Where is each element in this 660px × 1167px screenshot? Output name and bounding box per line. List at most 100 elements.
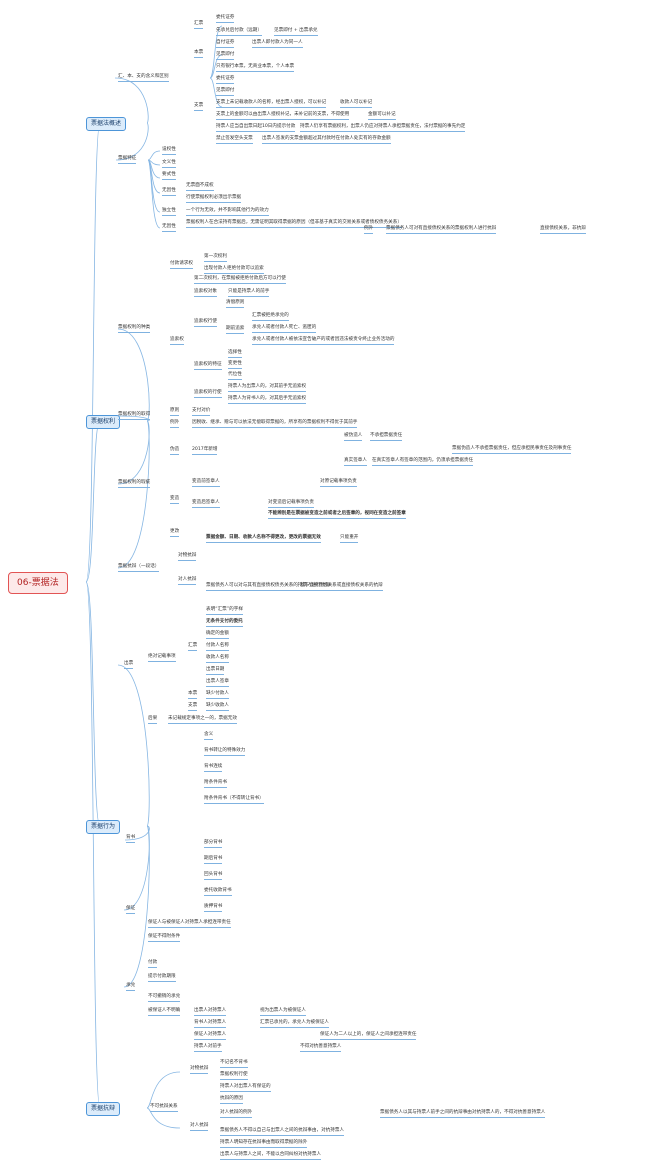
node[interactable]: 付款 — [148, 960, 158, 968]
root-topic[interactable]: 06-票据法 — [8, 572, 68, 594]
node[interactable]: 对人抗辩 — [190, 1123, 209, 1131]
node[interactable]: 代位性 — [228, 372, 242, 380]
node[interactable]: 例外 — [170, 420, 180, 428]
node[interactable]: 票据权利行使 — [220, 1072, 248, 1080]
node[interactable]: 委托证券 — [216, 15, 235, 23]
node[interactable]: 追索权对象 — [194, 289, 217, 297]
node[interactable]: 出现付款人拒绝付款可以追索 — [204, 266, 264, 274]
node[interactable]: 承兑人或者付款人死亡、逃匿的 — [252, 325, 317, 333]
node[interactable]: 出票 — [124, 661, 134, 669]
node[interactable]: 支票上未记载收款人的名称，经出票人授权，可以补记 — [216, 100, 327, 108]
node[interactable]: 变造 — [170, 496, 180, 504]
node[interactable]: 在真实签章人有签章的范围内，仍须承担票据责任 — [372, 458, 474, 466]
node[interactable]: 确定的金额 — [206, 631, 229, 639]
node[interactable]: 票据债务人以其与持票人前手之间的抗辩事由对抗持票人的，不得对抗善意持票人 — [380, 1110, 546, 1118]
node[interactable]: 第一次权利 — [204, 254, 227, 262]
node[interactable]: 票据抗辩（一段话） — [118, 564, 160, 572]
node[interactable]: 未记载规定事项之一的，票据无效 — [168, 716, 237, 724]
node[interactable]: 持票人对出票人有保证的 — [220, 1084, 271, 1092]
node[interactable]: 持票人明知存在抗辩事由而取得票据的除外 — [220, 1140, 308, 1148]
node[interactable]: 原则 — [170, 408, 180, 416]
node[interactable]: 追索权的特征 — [194, 362, 222, 370]
node[interactable]: 只能是持票人的前手 — [228, 289, 270, 297]
node[interactable]: 追索权 — [170, 337, 184, 345]
node[interactable]: 票据债务人不得以自己与出票人之间的抗辩事由，对抗持票人 — [220, 1128, 345, 1136]
node[interactable]: 质押背书 — [204, 904, 223, 912]
node[interactable]: 独立性 — [162, 208, 176, 216]
node[interactable]: 出票人即付款人为同一人 — [252, 40, 303, 48]
node[interactable]: 无票面不成权 — [186, 183, 214, 191]
node[interactable]: 期前追索 — [226, 326, 245, 334]
node[interactable]: 2017年新增 — [192, 447, 218, 455]
node[interactable]: 部分背书 — [204, 840, 223, 848]
branch-rights[interactable]: 票据权利 — [86, 415, 121, 429]
node[interactable]: 禁止签发空头支票 — [216, 136, 253, 144]
node[interactable]: 付款人名称 — [206, 643, 229, 651]
node[interactable]: 不能辨别是在票据被变造之前或者之后签章的，视同在变造之前签章 — [268, 511, 406, 519]
node[interactable]: 不可抗辩关系 — [150, 1104, 178, 1112]
node[interactable]: 对物抗辩 — [190, 1066, 209, 1074]
node[interactable]: 汇票被拒绝承兑的 — [252, 313, 289, 321]
node[interactable]: 保证 — [126, 906, 136, 914]
node[interactable]: 汇、本、支的含义和区别 — [118, 74, 169, 82]
node[interactable]: 对原记载事项负责 — [320, 479, 357, 487]
node[interactable]: 行使票据权利必须出示票据 — [186, 195, 242, 203]
node[interactable]: 汇票 — [188, 643, 198, 651]
node[interactable]: 不承担票据责任 — [370, 433, 403, 441]
node[interactable]: 出票人签章 — [206, 679, 229, 687]
node[interactable]: 缺少收款人 — [206, 703, 229, 711]
node[interactable]: 变造前签章人 — [192, 479, 220, 487]
node[interactable]: 回头背书 — [204, 872, 223, 880]
node[interactable]: 不得对抗善意持票人 — [300, 1044, 342, 1052]
node[interactable]: 一个行为无效，并不影响其他行为的效力 — [186, 208, 269, 216]
node[interactable]: 无条件支付的委托 — [206, 619, 243, 627]
node[interactable]: 支票 — [194, 103, 204, 111]
node[interactable]: 出票人对持票人 — [194, 1008, 227, 1016]
node[interactable]: 见票即付 — [216, 52, 235, 60]
node[interactable]: 附条件背书（不得转让背书） — [204, 796, 264, 804]
node[interactable]: 保证不得附条件 — [148, 934, 181, 942]
node[interactable]: 支票 — [188, 703, 198, 711]
node[interactable]: 无因性 — [162, 188, 176, 196]
node[interactable]: 票据权利的瑕疵 — [118, 480, 151, 488]
node[interactable]: 支票上的金额可以由出票人授权补记，未补记前的支票，不得使用 — [216, 112, 350, 120]
node[interactable]: 对变造后记载事项负责 — [268, 500, 314, 508]
node[interactable]: 抗辩的原因 — [220, 1096, 243, 1104]
node[interactable]: 不记名不背书 — [220, 1060, 248, 1068]
node[interactable]: 被保证人不明确 — [148, 1008, 181, 1016]
node[interactable]: 因税收、继承、赠与可以依法无偿取得票据的，所享有的票据权利不得优于其前手 — [192, 420, 358, 428]
node[interactable]: 出票人与持票人之间，不能以合同纠纷对抗持票人 — [220, 1152, 322, 1160]
node[interactable]: 变造后签章人 — [192, 500, 220, 508]
node[interactable]: 出票日期 — [206, 667, 225, 675]
node[interactable]: 出票人签发的支票金额超过其付款时在付款人处实有的存款金额 — [262, 136, 391, 144]
node[interactable]: 要式性 — [162, 172, 176, 180]
node[interactable]: 收款人名称 — [206, 655, 229, 663]
node[interactable]: 委托收款背书 — [204, 888, 232, 896]
node[interactable]: 票据权利人在合法持有票据后，无需证明其取得票据的原因（但非基于真实的交易关系或者… — [186, 220, 402, 228]
node[interactable]: 支付对价 — [192, 408, 211, 416]
node[interactable]: 票据债务人可以对与其有直接债权债务关系的持票人进行抗辩 — [206, 583, 331, 591]
node[interactable]: 追索权的行使 — [194, 390, 222, 398]
node[interactable]: 对人抗辩的例外 — [220, 1110, 253, 1118]
node[interactable]: 期后背书 — [204, 856, 223, 864]
node[interactable]: 收款人可以补记 — [340, 100, 373, 108]
node[interactable]: 本票 — [188, 691, 198, 699]
node[interactable]: 委托证券 — [216, 76, 235, 84]
node[interactable]: 对人抗辩 — [178, 577, 197, 585]
node[interactable]: 汇票已承兑的，承兑人为被保证人 — [260, 1020, 329, 1028]
node[interactable]: 背书转让的特殊效力 — [204, 748, 246, 756]
node[interactable]: 文义性 — [162, 160, 176, 168]
branch-defense[interactable]: 票据抗辩 — [86, 1102, 121, 1116]
node[interactable]: 设权性 — [162, 147, 176, 155]
node[interactable]: 自付证券 — [216, 40, 235, 48]
node[interactable]: 票据权利的种类 — [118, 325, 151, 333]
node[interactable]: 票据伪造人不承担票据责任，但应承担民事责任及刑事责任 — [452, 446, 572, 454]
node[interactable]: 绝对记载事项 — [148, 654, 176, 662]
node[interactable]: 伪造 — [170, 447, 180, 455]
node[interactable]: 持票人对前手 — [194, 1044, 222, 1052]
node[interactable]: 不可撤销的承兑 — [148, 994, 181, 1002]
node[interactable]: 付款请求权 — [170, 261, 193, 269]
node[interactable]: 只有银行本票，无商业本票，个人本票 — [216, 64, 295, 72]
node[interactable]: 背书连续 — [204, 764, 223, 772]
node[interactable]: 只能重开 — [340, 535, 359, 543]
